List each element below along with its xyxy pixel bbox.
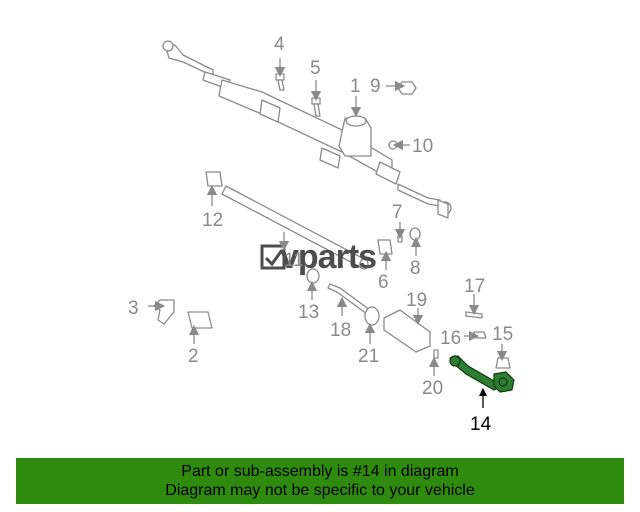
banner-line-1: Part or sub-assembly is #14 in diagram <box>181 463 459 480</box>
callout-10: 10 <box>412 136 433 157</box>
bracket-part-3 <box>153 299 175 325</box>
callout-7: 7 <box>392 202 403 223</box>
vparts-watermark: vparts <box>260 238 377 276</box>
callout-6: 6 <box>378 272 389 293</box>
bolt-part-5 <box>311 97 321 117</box>
callout-8: 8 <box>410 258 421 279</box>
nut-part-10 <box>388 140 398 150</box>
callout-15: 15 <box>492 324 513 345</box>
callout-14: 14 <box>470 414 492 435</box>
clip-part-20 <box>433 349 439 359</box>
callout-20: 20 <box>422 378 443 399</box>
info-banner: Part or sub-assembly is #14 in diagram D… <box>16 458 624 504</box>
callout-12: 12 <box>202 210 223 231</box>
callout-9: 9 <box>370 76 381 97</box>
steering-rack-assembly <box>162 40 452 219</box>
boot-part-19 <box>383 309 431 353</box>
banner-line-2: Diagram may not be specific to your vehi… <box>165 482 475 499</box>
watermark-text: vparts <box>280 238 376 276</box>
washer-part-8 <box>409 227 421 241</box>
pin-part-17 <box>465 311 483 319</box>
bolt-part-4 <box>275 73 285 91</box>
nut-part-16 <box>473 331 487 339</box>
callout-21: 21 <box>358 346 379 367</box>
callout-17: 17 <box>464 276 485 297</box>
callout-5: 5 <box>310 58 321 79</box>
cap-part-15 <box>495 357 511 369</box>
leader-lines <box>148 58 508 408</box>
callout-4: 4 <box>274 34 285 55</box>
tie-rod-end-part-14-highlighted[interactable] <box>449 355 515 393</box>
callout-1: 1 <box>350 76 361 97</box>
clamp-part-21 <box>364 306 380 326</box>
callout-3: 3 <box>128 298 139 319</box>
tie-rod-part-18 <box>327 283 371 315</box>
pin-part-7 <box>397 235 403 243</box>
callout-16: 16 <box>440 328 461 349</box>
callout-13: 13 <box>298 302 319 323</box>
bushing-part-2 <box>187 311 213 329</box>
callout-19: 19 <box>406 290 427 311</box>
callout-2: 2 <box>188 346 199 367</box>
callout-labels: 4 5 1 9 10 12 7 6 8 3 2 13 18 21 19 20 1… <box>128 34 513 435</box>
bushing-part-12 <box>205 171 223 187</box>
nut-part-9 <box>397 81 417 95</box>
callout-18: 18 <box>330 320 351 341</box>
callout-11: 11 <box>284 250 304 271</box>
bushing-part-6 <box>377 239 393 255</box>
